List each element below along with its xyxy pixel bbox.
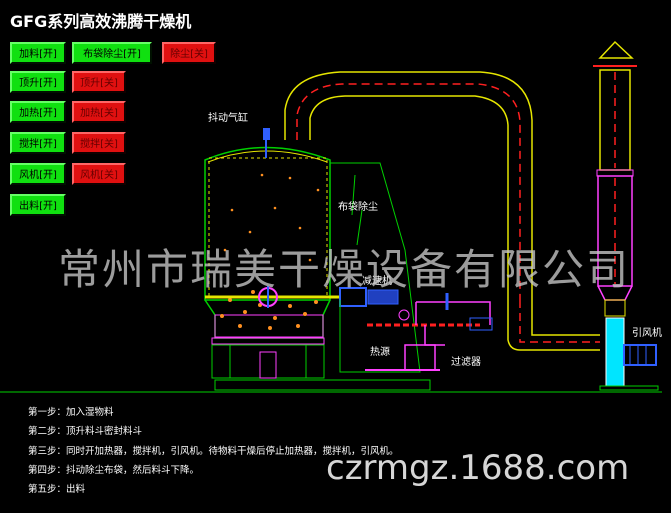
dedust-off-button[interactable]: 除尘[关]: [162, 42, 216, 64]
heater-filter-piping: [365, 293, 493, 371]
induced-fan: [599, 317, 659, 391]
label-bag-filter: 布袋除尘: [338, 202, 378, 213]
bag-filter-housing: [330, 162, 421, 373]
operation-steps: 第一步：加入湿物料 第二步：顶升料斗密封料斗 第三步：同时开加热器，搅拌机，引风…: [28, 403, 399, 499]
step-item: 第一步：加入湿物料: [28, 407, 114, 418]
feed-on-button[interactable]: 加料[开]: [10, 42, 66, 64]
url-watermark: czrmgz.1688.com: [326, 448, 630, 488]
heat-off-button[interactable]: 加热[关]: [72, 101, 126, 123]
shake-cylinder: [263, 128, 270, 158]
exhaust-stack: [593, 40, 637, 317]
stir-off-button[interactable]: 搅拌[关]: [72, 132, 126, 154]
stir-on-button[interactable]: 搅拌[开]: [10, 132, 66, 154]
lift-off-button[interactable]: 顶升[关]: [72, 71, 126, 93]
label-heat-source: 热源: [370, 347, 390, 358]
dryer-body: [204, 146, 431, 391]
heat-on-button[interactable]: 加热[开]: [10, 101, 66, 123]
step-item: 第四步：抖动除尘布袋，然后料斗下降。: [28, 464, 200, 476]
label-reducer: 减速机: [362, 276, 392, 287]
step-item: 第三步：同时开加热器，搅拌机，引风机。待物料干燥后停止加热器，搅拌机，引风机。: [28, 445, 399, 457]
particles: [220, 173, 320, 330]
fan-off-button[interactable]: 风机[关]: [72, 163, 126, 185]
step-item: 第二步：顶升料斗密封料斗: [28, 426, 143, 438]
agitator: [205, 286, 340, 308]
step-item: 第五步：出料: [28, 484, 86, 496]
fan-on-button[interactable]: 风机[开]: [10, 163, 66, 185]
bag-dedust-on-button[interactable]: 布袋除尘[开]: [72, 42, 152, 64]
reducer-motor: [339, 287, 399, 307]
label-air-filter: 过滤器: [451, 357, 481, 368]
lift-on-button[interactable]: 顶升[开]: [10, 71, 66, 93]
page-title: GFG系列高效沸腾干燥机: [10, 12, 192, 31]
label-induced-fan: 引风机: [632, 328, 662, 339]
discharge-on-button[interactable]: 出料[开]: [10, 194, 66, 216]
exhaust-duct: [284, 71, 600, 351]
label-shake-cylinder: 抖动气缸: [208, 113, 248, 124]
company-watermark: 常州市瑞美干燥设备有限公司: [58, 245, 631, 294]
